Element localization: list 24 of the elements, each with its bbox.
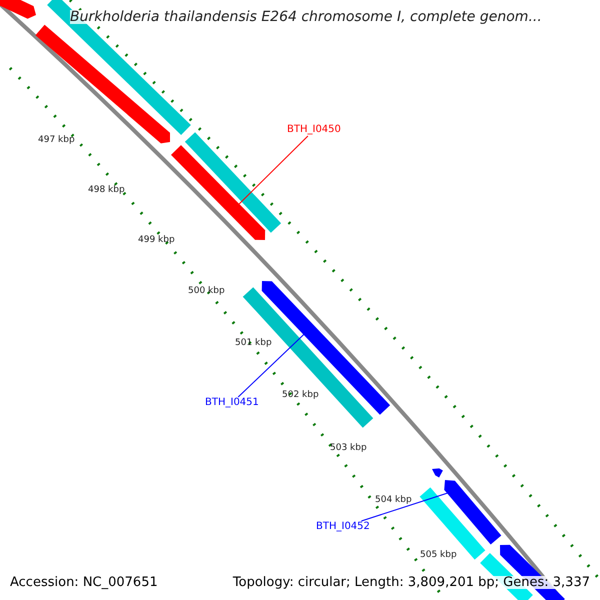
scale-label: 497 kbp bbox=[38, 136, 75, 145]
gene-feature bbox=[0, 0, 36, 19]
gene-feature bbox=[432, 468, 443, 478]
scale-label: 499 kbp bbox=[138, 236, 175, 245]
gene-feature bbox=[420, 487, 486, 560]
accession-text: Accession: NC_007651 bbox=[10, 576, 158, 589]
scale-label: 500 kbp bbox=[188, 287, 225, 296]
gene-feature bbox=[444, 480, 502, 544]
scale-label: 505 kbp bbox=[420, 551, 457, 560]
scale-label: 498 kbp bbox=[88, 186, 125, 195]
scale-label: 501 kbp bbox=[235, 339, 272, 348]
gene-label: BTH_I0451 bbox=[205, 398, 259, 408]
genome-info-text: Topology: circular; Length: 3,809,201 bp; Genes: 3,337 bbox=[232, 576, 590, 589]
leader-line bbox=[238, 136, 308, 206]
scale-label: 504 kbp bbox=[375, 496, 412, 505]
gene-label: BTH_I0450 bbox=[287, 125, 341, 135]
leader-line bbox=[238, 334, 305, 398]
gene-label: BTH_I0452 bbox=[316, 522, 370, 532]
scale-label: 502 kbp bbox=[282, 391, 319, 400]
map-title: Burkholderia thailandensis E264 chromosome I, complete genom... bbox=[70, 10, 542, 24]
gene-feature bbox=[35, 24, 170, 144]
leader-line bbox=[360, 492, 449, 522]
gene-feature bbox=[184, 132, 282, 233]
scale-label: 503 kbp bbox=[330, 444, 367, 453]
